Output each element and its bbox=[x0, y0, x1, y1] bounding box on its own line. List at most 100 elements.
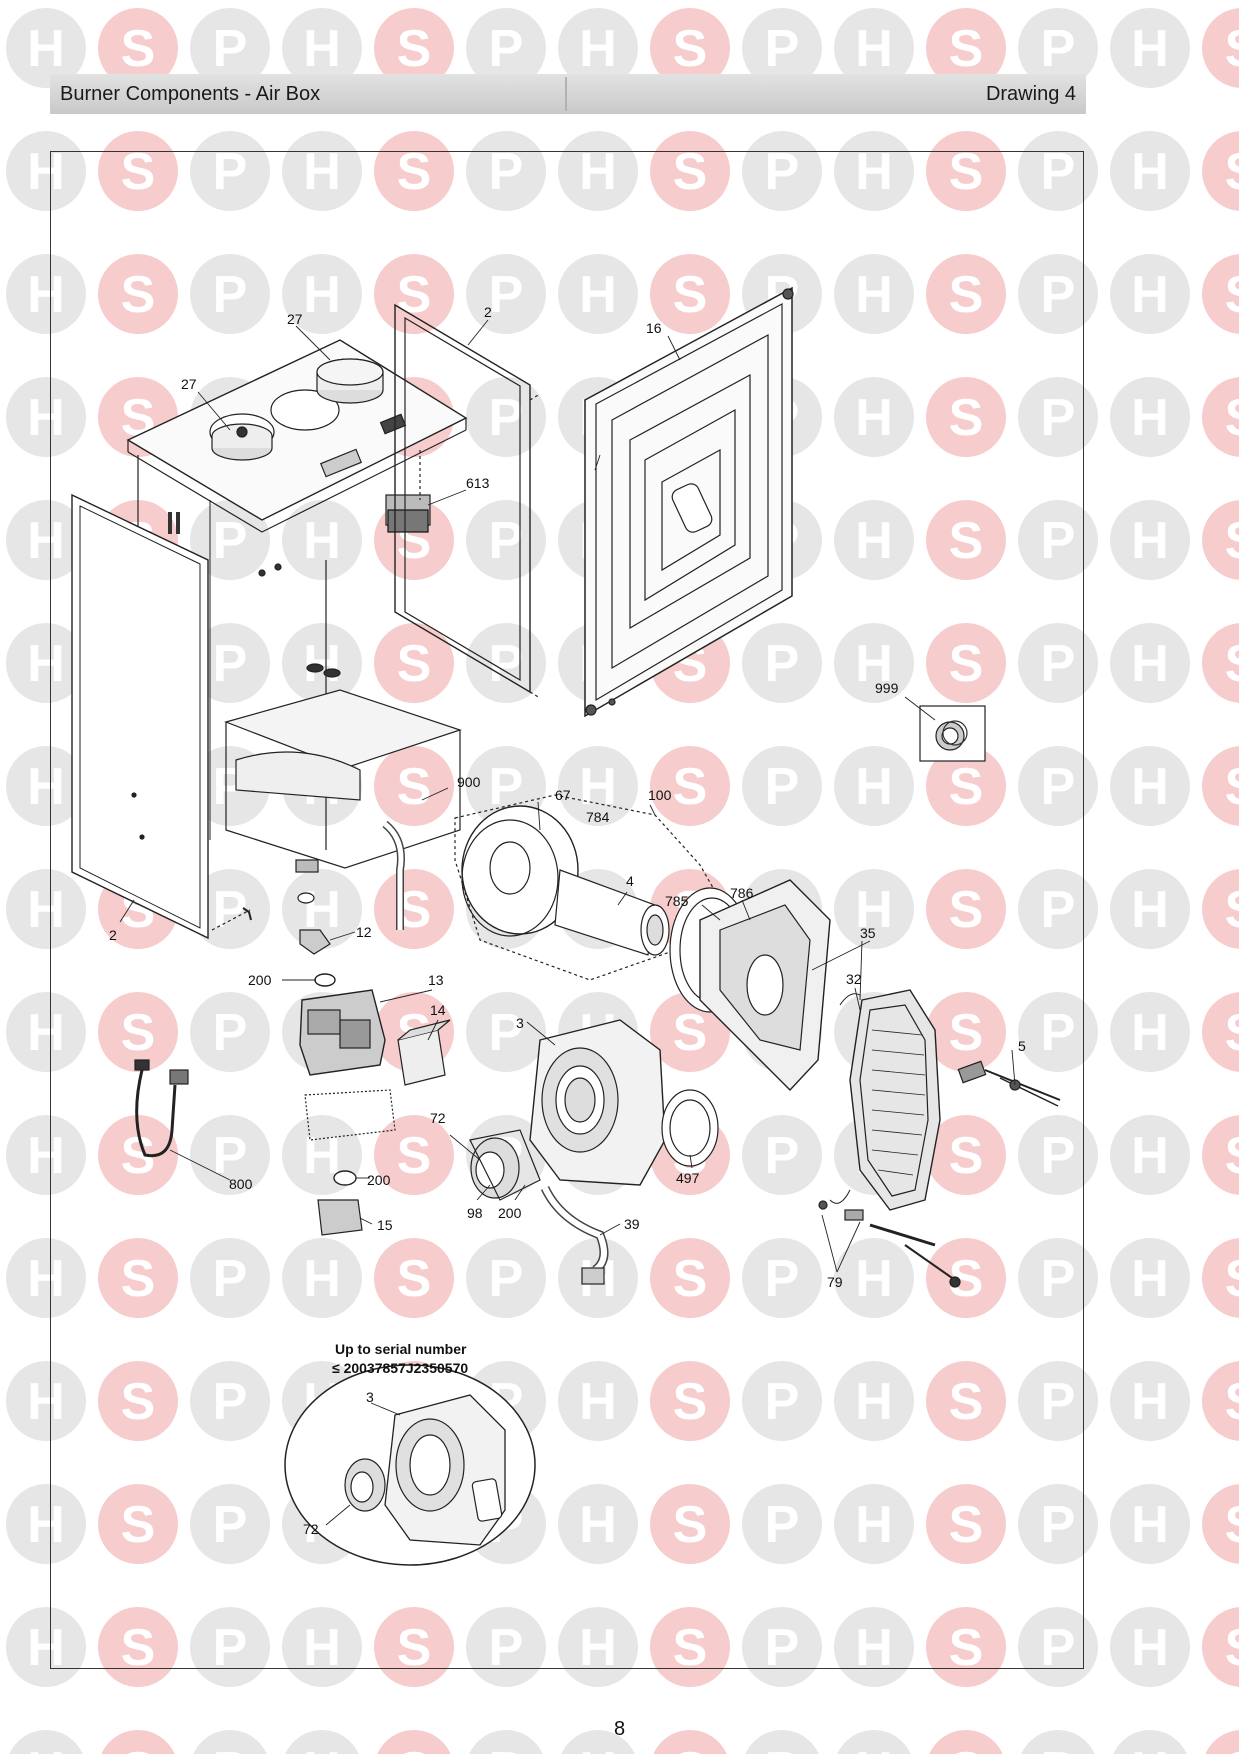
watermark-letter: P bbox=[765, 635, 800, 693]
gas-valve bbox=[295, 859, 451, 1236]
watermark-circle bbox=[374, 869, 454, 949]
watermark-letter: S bbox=[1225, 635, 1239, 693]
watermark-circle bbox=[190, 992, 270, 1072]
watermark-circle bbox=[282, 1238, 362, 1318]
watermark-circle bbox=[6, 992, 86, 1072]
airbox-casing bbox=[126, 339, 468, 869]
watermark-circle bbox=[98, 8, 178, 88]
watermark-letter: H bbox=[1131, 1619, 1169, 1677]
watermark-circle bbox=[6, 377, 86, 457]
callout-2-right: 2 bbox=[484, 304, 492, 320]
inset-older-version bbox=[284, 1364, 536, 1566]
watermark-circle bbox=[1110, 500, 1190, 580]
burner-door bbox=[699, 879, 831, 1092]
watermark-circle bbox=[1202, 746, 1239, 826]
watermark-letter: H bbox=[579, 1619, 617, 1677]
watermark-circle bbox=[101, 1730, 175, 1754]
watermark-letter: H bbox=[855, 143, 893, 201]
watermark-letter: S bbox=[121, 20, 156, 78]
watermark-letter: S bbox=[673, 758, 708, 816]
watermark-circle bbox=[926, 254, 1006, 334]
watermark-circle bbox=[1202, 1607, 1239, 1687]
watermark-circle bbox=[98, 1607, 178, 1687]
watermark-letter: P bbox=[1041, 758, 1076, 816]
watermark-circle bbox=[1202, 1238, 1239, 1318]
watermark-letter: S bbox=[949, 1742, 984, 1754]
watermark-circle bbox=[285, 1730, 359, 1754]
callout-32: 32 bbox=[846, 971, 862, 987]
watermark-circle bbox=[926, 1361, 1006, 1441]
watermark-letter: H bbox=[855, 512, 893, 570]
watermark-circle bbox=[6, 500, 86, 580]
watermark-letter: S bbox=[1225, 512, 1239, 570]
callout-5: 5 bbox=[1018, 1038, 1026, 1054]
watermark-circle bbox=[1110, 746, 1190, 826]
watermark-letter: H bbox=[579, 1742, 617, 1754]
watermark-circle bbox=[1202, 869, 1239, 949]
watermark-letter: S bbox=[1225, 1496, 1239, 1554]
page-title: Burner Components - Air Box bbox=[60, 83, 321, 105]
watermark-letter: H bbox=[303, 881, 341, 939]
watermark-circle bbox=[466, 500, 546, 580]
callout-15: 15 bbox=[377, 1217, 393, 1233]
watermark-letter: H bbox=[303, 512, 341, 570]
watermark-letter: P bbox=[489, 1619, 524, 1677]
watermark-circle bbox=[282, 8, 362, 88]
watermark-letter: H bbox=[27, 1127, 65, 1185]
watermark-circle bbox=[6, 254, 86, 334]
watermark-circle bbox=[1110, 992, 1190, 1072]
watermark-circle bbox=[1018, 1115, 1098, 1195]
watermark-circle bbox=[1110, 1238, 1190, 1318]
watermark-circle bbox=[1110, 377, 1190, 457]
watermark-circle bbox=[926, 1238, 1006, 1318]
watermark-letter: S bbox=[121, 266, 156, 324]
watermark-circle bbox=[926, 623, 1006, 703]
watermark-letter: S bbox=[949, 1496, 984, 1554]
callout-16: 16 bbox=[646, 320, 662, 336]
watermark-circle bbox=[1202, 131, 1239, 211]
watermark-letter: P bbox=[1041, 512, 1076, 570]
condensate-hose bbox=[382, 820, 405, 930]
watermark-circle bbox=[1110, 1361, 1190, 1441]
fan-assembly bbox=[469, 1019, 719, 1201]
watermark-circle bbox=[466, 8, 546, 88]
watermark-circle bbox=[1018, 377, 1098, 457]
watermark-circle bbox=[650, 1361, 730, 1441]
watermark-letter: P bbox=[1041, 389, 1076, 447]
watermark-circle bbox=[1018, 869, 1098, 949]
callout-100: 100 bbox=[648, 787, 672, 803]
gas-pipe bbox=[540, 1185, 609, 1285]
watermark-circle bbox=[742, 1361, 822, 1441]
watermark-letter: S bbox=[1225, 1619, 1239, 1677]
watermark-circle bbox=[1021, 1730, 1095, 1754]
watermark-circle bbox=[650, 1484, 730, 1564]
watermark-circle bbox=[377, 1730, 451, 1754]
ignition-electrode bbox=[818, 1200, 961, 1288]
watermark-letter: S bbox=[949, 1004, 984, 1062]
callout-200-low: 200 bbox=[498, 1205, 522, 1221]
watermark-circle bbox=[1018, 1484, 1098, 1564]
watermark-circle bbox=[650, 746, 730, 826]
watermark-circle bbox=[98, 992, 178, 1072]
watermark-circle bbox=[374, 254, 454, 334]
watermark-circle bbox=[926, 1115, 1006, 1195]
watermark-letter: H bbox=[303, 143, 341, 201]
watermark-circle bbox=[1202, 377, 1239, 457]
watermark-circle bbox=[190, 254, 270, 334]
watermark-letter: P bbox=[213, 1742, 248, 1754]
callout-900: 900 bbox=[457, 774, 481, 790]
watermark-letter: P bbox=[213, 512, 248, 570]
callout-3-inset: 3 bbox=[366, 1389, 374, 1405]
watermark-letter: S bbox=[121, 1619, 156, 1677]
watermark-circle bbox=[1018, 1238, 1098, 1318]
watermark-circle bbox=[926, 746, 1006, 826]
callout-200-mid: 200 bbox=[367, 1172, 391, 1188]
watermark-letter: P bbox=[489, 389, 524, 447]
watermark-circle bbox=[834, 1607, 914, 1687]
watermark-circle bbox=[834, 1238, 914, 1318]
watermark-letter: P bbox=[765, 1373, 800, 1431]
watermark-circle bbox=[190, 1607, 270, 1687]
watermark-circle bbox=[6, 8, 86, 88]
watermark-circle bbox=[834, 500, 914, 580]
